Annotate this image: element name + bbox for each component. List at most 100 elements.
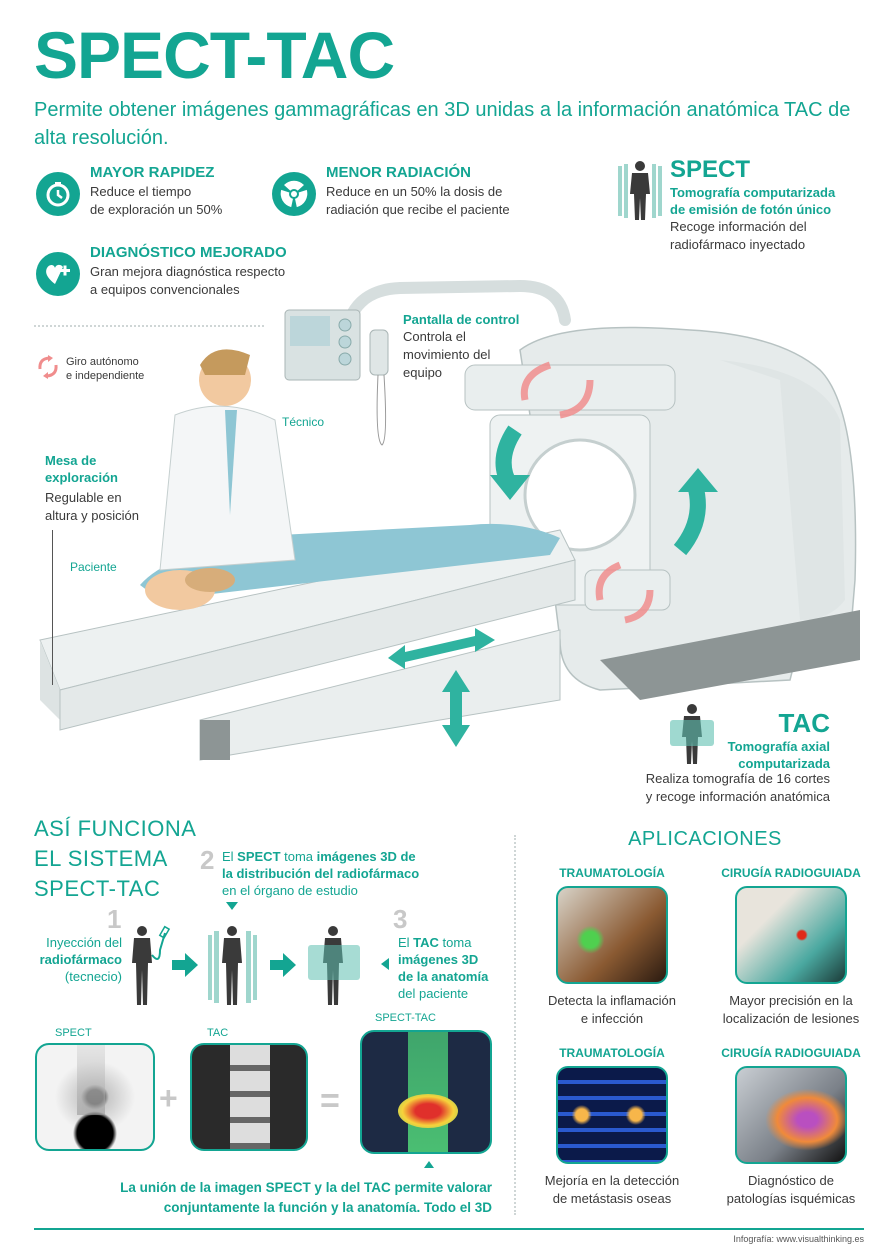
control-panel-desc: equipo [403,365,443,380]
heading-line: ASÍ FUNCIONA [34,816,197,841]
radiation-icon [272,172,316,216]
leader-line [52,530,53,685]
stopwatch-icon [36,172,80,216]
application-card: CIRUGÍA RADIOGUIADA Mayor precisión en l… [706,866,876,1028]
feature-desc: Gran mejora diagnóstica respecto [90,264,286,279]
spect-image-label: SPECT [55,1027,92,1039]
step-text: toma [438,935,472,950]
heart-scan-image [735,1066,847,1164]
control-panel-title: Pantalla de control [403,312,520,327]
step-number: 2 [200,845,215,875]
conclusion-line: La unión de la imagen SPECT y la del TAC… [120,1180,492,1195]
application-desc: patologías isquémicas [726,1191,856,1206]
applications-heading: APLICACIONES [628,828,782,850]
spect-title: SPECT [670,156,751,183]
feature-title: DIAGNÓSTICO MEJORADO [90,244,287,261]
separator [514,835,516,1215]
step-text-bold: imágenes 3D [398,952,479,967]
spect-subtitle: Tomografía computarizada [670,185,836,200]
step-text-bold: la distribución del radiofármaco [222,866,420,881]
tac-subtitle: computarizada [738,756,830,771]
conclusion-line: conjuntamente la función y la anatomía. … [163,1200,492,1215]
control-panel-desc: Controla el [403,329,466,344]
application-card: CIRUGÍA RADIOGUIADA Diagnóstico de patol… [706,1046,876,1208]
mesa-desc: Regulable en [45,490,122,505]
heart-plus-icon [36,252,80,296]
step-number: 1 [107,904,122,934]
step-text-bold: SPECT [237,849,281,864]
feature-diagnostico-mejorado: DIAGNÓSTICO MEJORADO Gran mejora diagnós… [36,244,287,299]
application-card: TRAUMATOLOGÍA Detecta la inflamación e i… [538,866,686,1028]
person-spect-icon [208,926,257,1005]
fusion-image [360,1030,492,1154]
person-tac-icon [308,926,360,1005]
tac-image-label: TAC [207,1027,229,1039]
spect-subtitle: de emisión de fotón único [670,202,832,217]
mesa-title: exploración [45,470,118,485]
mesa-title: Mesa de [45,453,97,468]
heading-line: SPECT-TAC [34,876,161,901]
feature-desc: Reduce en un 50% la dosis de [326,184,503,199]
step-text: (tecnecio) [64,969,122,984]
step-text: toma [280,849,317,864]
step-text: en el órgano de estudio [222,883,358,898]
tac-subtitle: Tomografía axial [727,739,830,754]
control-panel-label: Pantalla de control Controla el movimien… [403,311,519,382]
heading-line: EL SISTEMA [34,846,168,871]
conclusion-text: La unión de la imagen SPECT y la del TAC… [60,1178,492,1218]
step-number: 3 [393,904,408,934]
step-text-bold: de la anatomía [398,969,489,984]
step-text: El [398,935,414,950]
tac-desc-block: Realiza tomografía de 16 cortes y recoge… [620,770,830,806]
application-title: CIRUGÍA RADIOGUIADA [721,1046,861,1060]
control-panel-desc: movimiento del [403,347,491,362]
spect-image [35,1043,155,1151]
plus-sign: + [159,1080,178,1116]
application-desc: localización de lesiones [722,1011,860,1026]
equals-sign: = [320,1082,340,1120]
pointer-up-icon [424,1161,434,1168]
knee-scan-image [556,886,668,984]
step-text: El [222,849,238,864]
application-desc: e infección [580,1011,644,1026]
rotation-legend-text: e independiente [66,370,145,382]
tac-figure-icon [670,704,714,771]
person-injection-icon [132,925,171,1005]
feature-desc: radiación que recibe el paciente [326,202,510,217]
tac-desc: y recoge información anatómica [645,789,830,804]
application-desc: Detecta la inflamación [548,993,676,1008]
tac-desc: Realiza tomografía de 16 cortes [645,771,830,786]
pointer-left-icon [381,958,389,970]
spect-desc: radiofármaco inyectado [670,237,806,252]
feature-title: MENOR RADIACIÓN [326,164,471,181]
skull-scan-image [735,886,847,984]
tecnico-label: Técnico [282,415,325,429]
application-title: TRAUMATOLOGÍA [559,866,665,880]
step-text: Inyección del [46,935,122,950]
page-title: SPECT-TAC [34,18,395,92]
feature-mayor-rapidez: MAYOR RAPIDEZ Reduce el tiempo de explor… [36,164,222,219]
footer-credit: Infografía: www.visualthinking.es [733,1234,864,1244]
rotation-arrows-icon [38,355,58,379]
step-text-bold: TAC [413,935,439,950]
footer-rule [34,1228,864,1230]
page-subtitle: Permite obtener imágenes gammagráficas e… [34,99,851,149]
paciente-label: Paciente [70,560,117,574]
feature-desc: a equipos convencionales [90,282,240,297]
tac-title: TAC [778,708,830,738]
step-text-bold: radiofármaco [39,952,122,967]
step-text: del paciente [398,986,469,1001]
rotation-legend-text: Giro autónomo [66,356,139,368]
step-3-text: El TAC toma imágenes 3D de la anatomía d… [398,934,488,1002]
application-desc: Diagnóstico de [748,1173,834,1188]
spect-callout: SPECT Tomografía computarizada de emisió… [670,156,835,254]
rotation-legend: Giro autónomo e independiente [36,355,144,383]
spect-figure-icon [616,160,664,227]
step-1-text: Inyección del radiofármaco (tecnecio) [34,934,122,985]
mesa-desc: altura y posición [45,508,139,523]
separator [34,325,264,327]
process-diagram [120,925,380,1015]
application-desc: de metástasis oseas [552,1191,672,1206]
scanner-illustration [0,279,880,800]
pointer-down-icon [226,902,238,910]
